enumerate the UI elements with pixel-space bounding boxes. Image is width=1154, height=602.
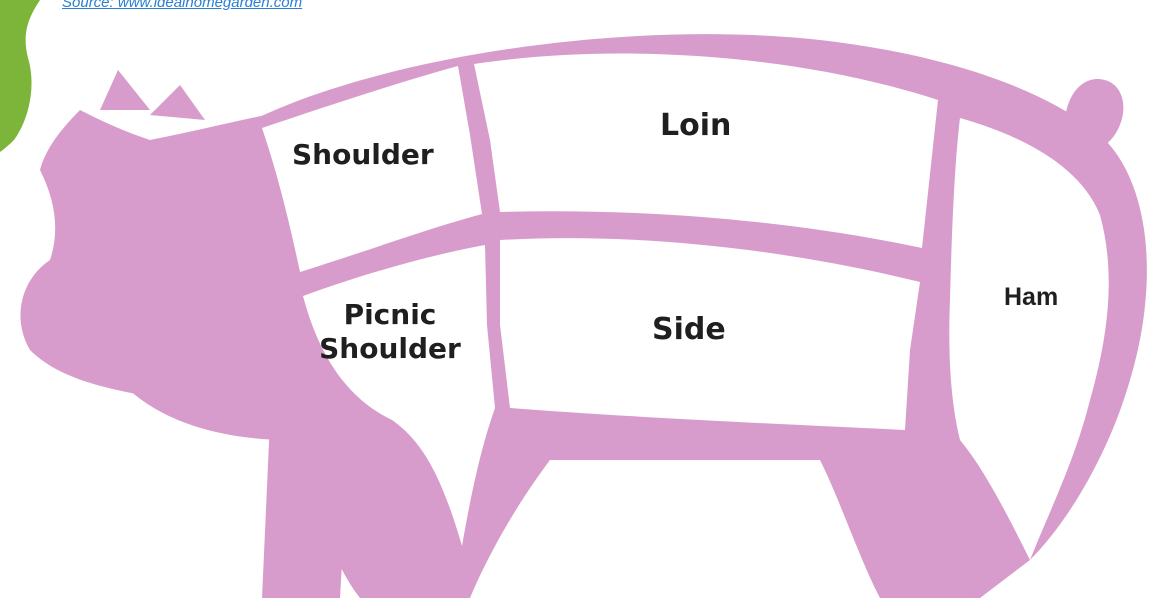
cut-label-ham: Ham [1004, 282, 1058, 312]
cut-label-line: Loin [660, 108, 731, 144]
cut-label-line: Picnic [310, 298, 470, 332]
cut-label-line: Ham [1004, 282, 1058, 312]
cut-label-line: Shoulder [310, 332, 470, 366]
source-link[interactable]: Source: www.idealhomegarden.com [62, 0, 302, 11]
cut-label-side: Side [652, 312, 726, 348]
leaf-icon [0, 0, 40, 152]
cut-label-line: Shoulder [292, 138, 434, 172]
cut-label-loin: Loin [660, 108, 731, 144]
cut-label-picnic-shoulder: Picnic Shoulder [310, 298, 470, 365]
cut-label-line: Side [652, 312, 726, 348]
cut-label-shoulder: Shoulder [292, 138, 434, 172]
